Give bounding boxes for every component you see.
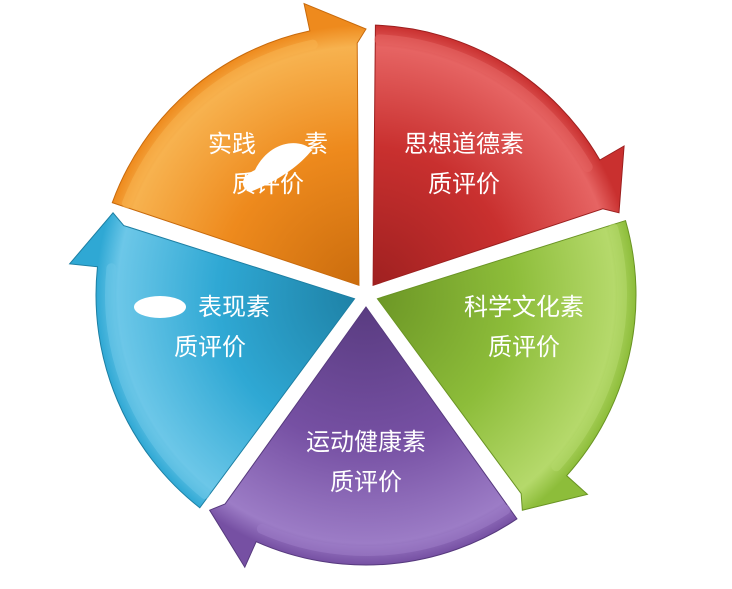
segment-science [376,219,637,511]
segment-label-science-1: 科学文化素 [464,293,584,321]
segment-practice [111,2,367,286]
segment-rim-sports [256,504,511,556]
redaction-mark [134,296,186,318]
segment-label-moral-2: 质评价 [428,170,500,198]
segment-rim-moral [374,34,593,172]
segment-label-sports-1: 运动健康素 [306,428,426,456]
segment-rim-practice [122,39,318,209]
segment-label-science-2: 质评价 [488,333,560,361]
cycle-segments [68,2,637,569]
segment-sports [208,306,518,569]
segment-label-art-2: 质评价 [174,333,246,361]
segment-art [68,212,356,509]
redaction-mark [242,143,312,192]
segment-rim-science [551,223,627,472]
segment-moral [372,24,625,286]
segment-rim-art [105,263,210,499]
segment-label-moral-1: 思想道德素 [404,130,524,158]
segment-label-art-1: 表现素 [198,293,270,321]
segment-label-sports-2: 质评价 [330,468,402,496]
